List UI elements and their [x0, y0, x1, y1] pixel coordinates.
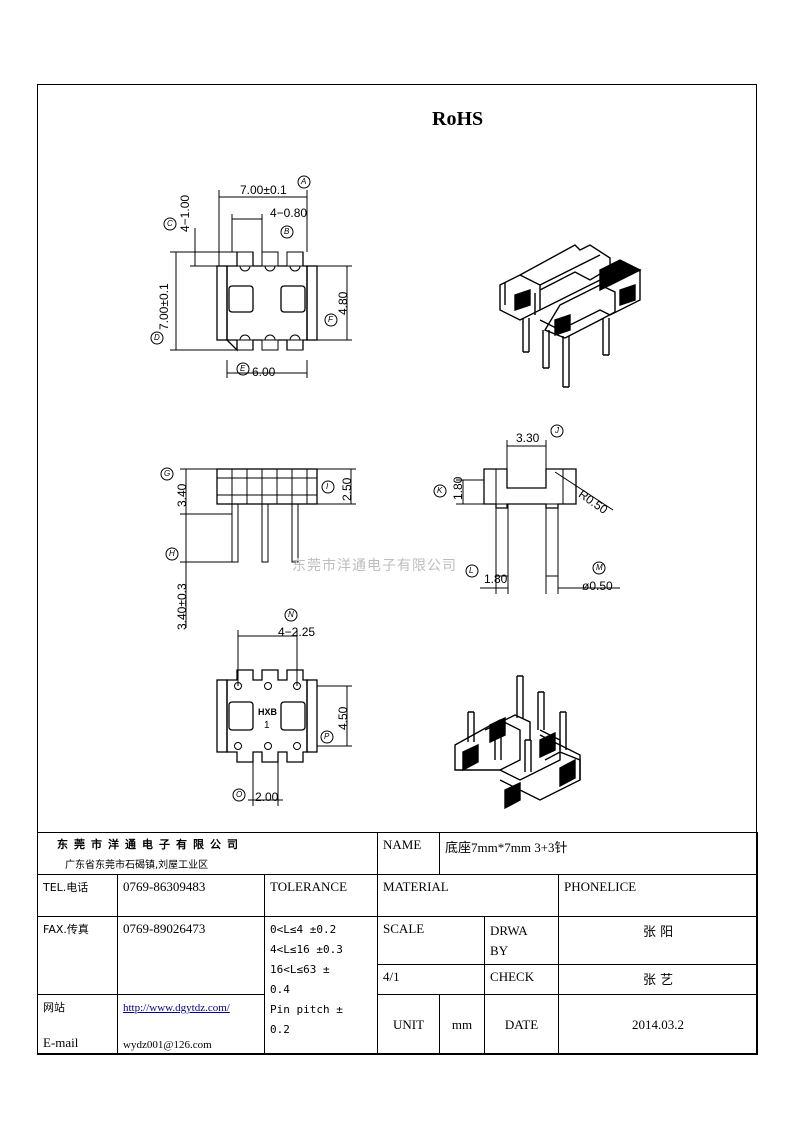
marker-c: C: [167, 219, 173, 228]
marker-o: O: [236, 790, 243, 799]
tol-line-4: 0.4: [270, 983, 290, 996]
scale-label: SCALE: [377, 916, 486, 965]
dim-l: 1.80: [484, 572, 508, 586]
bottom-view: [216, 630, 352, 806]
marker-g: G: [164, 469, 171, 478]
marker-m: M: [596, 563, 603, 572]
tol-line-2: 4<L≤16 ±0.3: [270, 943, 343, 956]
unit-label: UNIT: [377, 994, 441, 1055]
marker-i: I: [326, 482, 329, 491]
dim-a: 7.00±0.1: [240, 183, 287, 197]
check-value: 张 艺: [558, 964, 759, 995]
marker-h: H: [169, 549, 175, 558]
dim-j: 3.30: [516, 431, 540, 445]
company-address: 广东省东莞市石碣镇,刘屋工业区: [65, 860, 209, 871]
drawby-label-line2: BY: [490, 943, 509, 958]
date-value: 2014.03.2: [558, 994, 759, 1055]
marker-a: A: [301, 177, 307, 186]
marker-l: L: [469, 566, 474, 575]
tol-line-5: Pin pitch ±: [270, 1003, 343, 1016]
tol-line-6: 0.2: [270, 1023, 290, 1036]
fax-value: 0769-89026473: [117, 916, 265, 995]
marker-e: E: [240, 364, 246, 373]
marker-n: N: [288, 610, 294, 619]
brand-mark: HXB: [258, 707, 278, 717]
marker-d: D: [154, 333, 160, 342]
tol-line-3: 16<L≤63 ±: [270, 963, 330, 976]
dim-o: 2.00: [255, 790, 279, 804]
check-label: CHECK: [484, 964, 560, 995]
front-view: [456, 440, 620, 594]
tolerance-label: TOLERANCE: [263, 874, 379, 917]
title-block: 东莞市洋通电子有限公司 广东省东莞市石碣镇,刘屋工业区 NAME 底座7mm*7…: [36, 832, 759, 1055]
dim-n: 4−2.25: [278, 625, 316, 639]
company-watermark: 东莞市洋通电子有限公司: [292, 558, 457, 574]
phonelice-label: PHONELICE: [558, 874, 759, 917]
dim-e: 6.00: [252, 365, 276, 379]
marker-k: K: [437, 486, 443, 495]
marker-p: P: [324, 732, 330, 741]
unit-value: mm: [439, 994, 486, 1055]
tol-line-1: 0<L≤4 ±0.2: [270, 923, 337, 936]
drawby-label: DRWA BY: [484, 916, 560, 965]
marker-b: B: [284, 227, 290, 236]
name-label: NAME: [377, 832, 441, 875]
rohs-title: RoHS: [432, 108, 484, 130]
drawby-label-line1: DRWA: [490, 923, 528, 938]
dim-m: ø0.50: [582, 579, 613, 593]
web-label: 网站: [37, 994, 118, 1025]
brand-number: 1: [264, 720, 270, 731]
tel-label: TEL.电话: [37, 874, 118, 917]
material-label: MATERIAL: [377, 874, 560, 917]
top-view: [170, 190, 352, 378]
isometric-view-top: [499, 244, 642, 388]
website-link[interactable]: http://www.dgytdz.com/: [123, 1002, 230, 1014]
tolerance-values: 0<L≤4 ±0.2 4<L≤16 ±0.3 16<L≤63 ± 0.4 Pin…: [263, 916, 379, 1055]
name-value: 底座7mm*7mm 3+3针: [439, 832, 759, 875]
email-label: E-mail: [37, 1024, 118, 1055]
company-name: 东莞市洋通电子有限公司: [57, 838, 244, 851]
scale-value: 4/1: [377, 964, 486, 995]
drawby-value: 张 阳: [558, 916, 759, 965]
side-view: [180, 468, 356, 628]
email-value[interactable]: wydz001@126.com: [117, 1024, 265, 1055]
marker-f: F: [328, 315, 333, 324]
isometric-view-bottom: [454, 675, 581, 810]
dim-b: 4−0.80: [270, 206, 308, 220]
tel-value: 0769-86309483: [117, 874, 265, 917]
fax-label: FAX.传真: [37, 916, 118, 995]
marker-j: J: [555, 426, 559, 435]
date-label: DATE: [484, 994, 560, 1055]
